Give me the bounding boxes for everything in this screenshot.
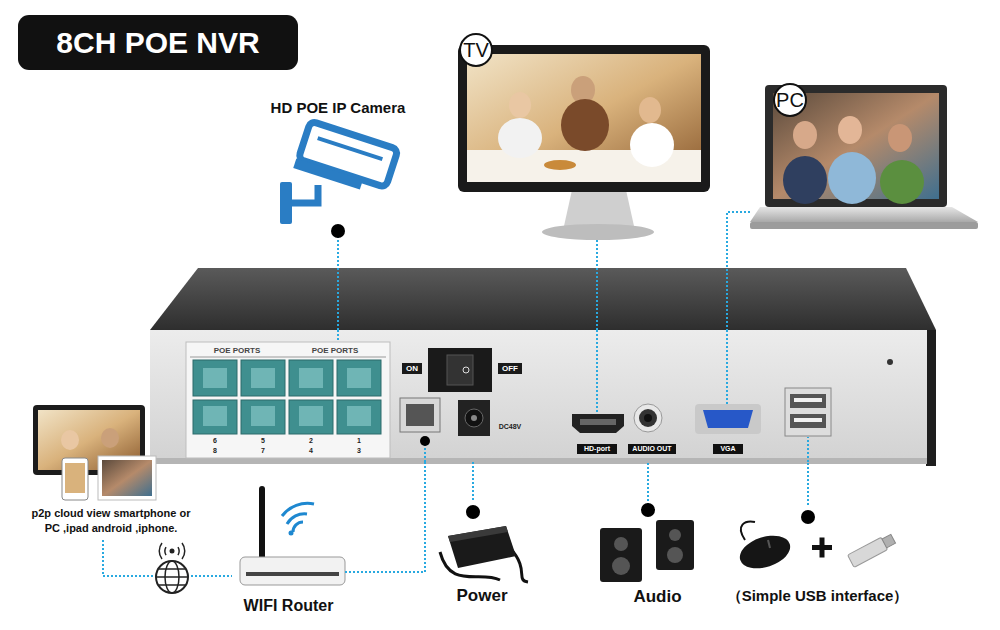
circle-tag: TV [459, 33, 493, 67]
power-adapter [440, 526, 528, 582]
tv-monitor [458, 45, 710, 240]
title-box: 8CH POE NVR [18, 15, 298, 70]
router-node: WIFI Router [232, 485, 345, 615]
hdmi-port [572, 414, 624, 433]
camera-node: HD POE IP Camera [258, 96, 418, 228]
pc-node: PC [750, 82, 978, 230]
cable-connector [345, 462, 425, 572]
circle-tag: PC [773, 83, 807, 117]
usb-node: （Simple USB interface） [710, 505, 925, 610]
router-icon [240, 486, 345, 585]
audio-node: Audio [595, 505, 720, 610]
port-number: 5 [257, 437, 269, 444]
connection-dots [331, 224, 815, 524]
port-number: 7 [257, 447, 269, 454]
mouse-usb-icons [736, 522, 897, 575]
device-label: （Simple USB interface） [710, 587, 925, 606]
port-label: AUDIO OUT [628, 444, 676, 454]
power-switch [428, 348, 492, 392]
cable-connector [807, 462, 809, 505]
power-node: Power [432, 500, 532, 610]
tablet-phone-icons [33, 405, 156, 500]
nvr-housing [150, 268, 936, 466]
cable-connector [472, 462, 474, 500]
device-label: p2p cloud view smartphone or PC ,ipad an… [26, 506, 196, 536]
nvr-panel: POE PORTS POE PORTS ON OFF DC48V HD-port AUDIO… [150, 330, 927, 462]
cable-connector [596, 240, 598, 330]
port-number: 8 [209, 447, 221, 454]
switch-label: OFF [498, 363, 522, 374]
poe-ports [193, 360, 381, 434]
port-label: HD-port [577, 444, 617, 454]
device-label: WIFI Router [232, 597, 345, 615]
speakers-icon [600, 520, 694, 582]
power-input-label: DC48V [493, 423, 527, 430]
switch-label: ON [402, 363, 422, 374]
globe-icon [156, 543, 188, 593]
port-number: 6 [209, 437, 221, 444]
usb-ports [785, 359, 893, 436]
port-number: 2 [305, 437, 317, 444]
device-label: Audio [595, 587, 720, 607]
tv-node: TV [458, 33, 710, 240]
port-label: VGA [713, 444, 743, 454]
device-label: HD POE IP Camera [258, 99, 418, 116]
title-text: 8CH POE NVR [18, 15, 298, 70]
port-leader-lines [338, 330, 808, 462]
vga-port [695, 404, 761, 434]
audio-jack [634, 404, 662, 432]
cable-connector [337, 228, 339, 330]
cable-connector [727, 212, 750, 330]
cable-connector [647, 462, 649, 505]
port-number: 3 [353, 447, 365, 454]
device-label: Power [432, 586, 532, 606]
cloud-view-node: p2p cloud view smartphone or PC ,ipad an… [18, 402, 203, 540]
port-number: 1 [353, 437, 365, 444]
camera-icon [280, 120, 398, 224]
port-group-label: POE PORTS [192, 346, 282, 355]
lan-port [400, 398, 440, 432]
port-group-label: POE PORTS [290, 346, 380, 355]
dc-jack [458, 400, 490, 436]
port-number: 4 [305, 447, 317, 454]
